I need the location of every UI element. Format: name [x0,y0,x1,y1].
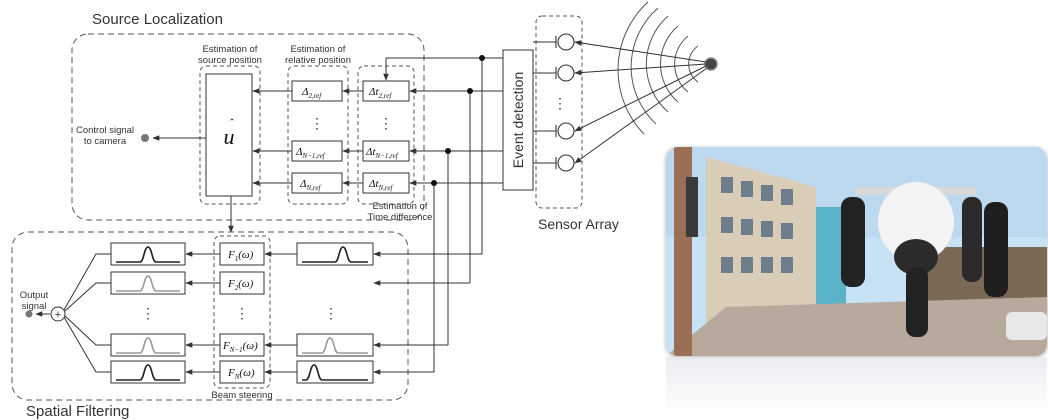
svg-text:ΔtN,ref: ΔtN,ref [368,178,394,192]
input-pulse-n-1 [296,333,374,357]
relative-position-group [287,65,349,205]
signal-bus-lines [373,57,503,375]
svg-text:Δ2,ref: Δ2,ref [301,86,322,100]
svg-text:ΔtN−1,ref: ΔtN−1,ref [365,146,399,160]
spatial-filtering-arrows [35,251,297,375]
event-detection-label: Event detection [510,72,526,169]
estimation-relative-label-1: Estimation of [291,44,346,55]
junction-dots [431,55,485,186]
estimation-time-label-1: Estimation of [373,201,428,212]
svg-text:F1(ω): F1(ω) [227,249,254,263]
input-pulse-dots: ⋮ [324,305,338,321]
sum-plus: + [55,309,61,321]
relative-box-2: Δ2,ref [291,80,343,102]
filter-vertical-dots: ⋮ [235,305,249,321]
output-pulse-n [110,360,186,384]
time-diff-box-n-1: ΔtN−1,ref [362,140,410,162]
input-pulse-n [296,360,374,384]
u-hat-caret: ˆ [229,116,234,130]
microphone-icons [533,33,575,172]
output-signal-label-2: signal [22,301,47,312]
output-node [25,310,33,318]
estimation-relative-label-2: relative position [285,55,351,66]
source-localization-arrows [152,88,363,233]
control-signal-label-1: Control signal [76,125,134,136]
source-localization-region [71,33,425,221]
time-diff-vertical-dots: ⋮ [379,115,393,131]
svg-text:FN(ω): FN(ω) [227,367,255,381]
filter-f2: F2(ω) [219,271,265,295]
output-pulse-dots: ⋮ [141,305,155,321]
event-detection-block [502,49,534,191]
sum-node [50,306,66,322]
source-position-u-hat: u [224,124,235,149]
sensor-array-title: Sensor Array [538,216,619,232]
relative-box-n: ΔN,ref [291,172,343,194]
svg-text:F2(ω): F2(ω) [227,278,254,292]
spatial-filtering-region [11,231,409,401]
source-position-block [205,73,253,197]
propagation-arrows [574,40,708,164]
photo-reflection [666,357,1047,417]
time-diff-box-n: ΔtN,ref [362,172,410,194]
control-signal-node [141,134,149,142]
svg-text:FN−1(ω): FN−1(ω) [222,340,258,354]
svg-text:ΔN,ref: ΔN,ref [299,178,321,192]
estimation-source-label-2: source position [198,55,262,66]
beam-steering-label: Beam steering [211,390,272,401]
output-pulse-1 [110,242,186,266]
input-pulse-1 [296,242,374,266]
beam-steering-group [213,235,271,389]
source-localization-title: Source Localization [92,11,223,28]
filter-f1: F1(ω) [219,242,265,266]
source-position-group [199,65,261,205]
filter-fn-1: FN−1(ω) [219,333,265,357]
sensor-vertical-dots: ⋮ [553,95,567,111]
estimation-source-label-1: Estimation of [203,44,258,55]
sound-wave-arcs [617,1,699,135]
control-signal-label-2: to camera [84,136,127,147]
svg-text:ΔN−1,ref: ΔN−1,ref [295,146,326,160]
spatial-filtering-title: Spatial Filtering [26,403,129,420]
estimation-time-label-2: Time difference [368,212,433,223]
sensor-array-region [535,15,583,209]
output-pulse-n-1 [110,333,186,357]
output-pulse-2 [110,271,186,295]
filter-fn: FN(ω) [219,360,265,384]
svg-text:Δt2,ref: Δt2,ref [368,86,392,100]
relative-vertical-dots: ⋮ [310,115,324,131]
camera-scene-photo [666,147,1047,356]
relative-box-n-1: ΔN−1,ref [291,140,343,162]
output-signal-label-1: Output [20,290,49,301]
time-diff-box-2: Δt2,ref [362,80,410,102]
